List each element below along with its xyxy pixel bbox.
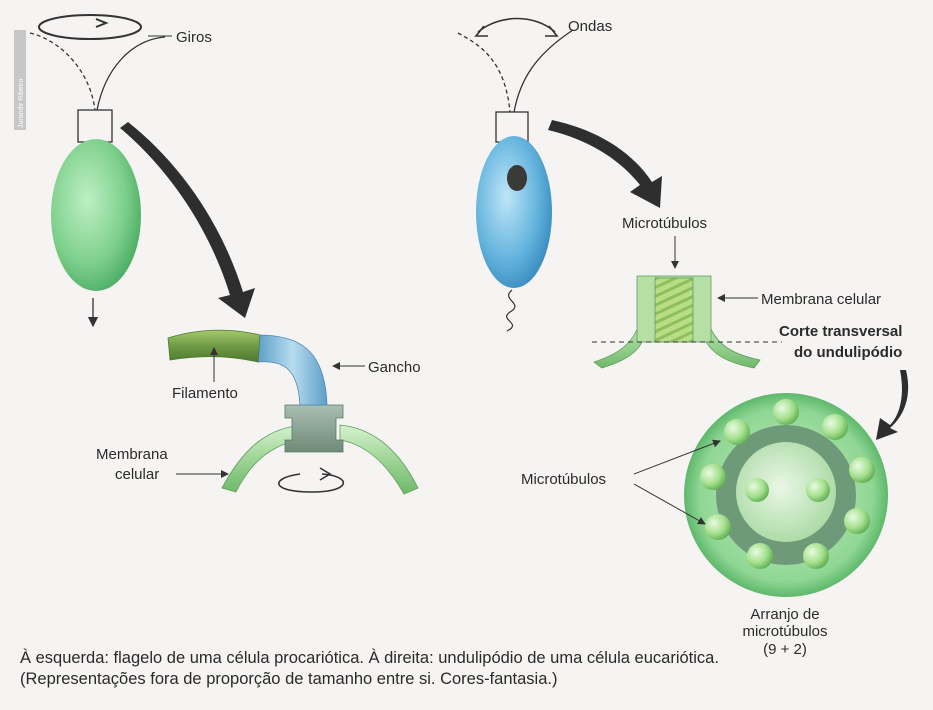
eukaryote-cell bbox=[476, 136, 552, 288]
peripheral-microtubule bbox=[705, 514, 731, 540]
waves-arrow-icon bbox=[478, 19, 555, 33]
flagellum-solid-path bbox=[97, 37, 165, 110]
caption-line-2: (Representações fora de proporção de tam… bbox=[20, 669, 925, 690]
undulipodium-solid-path bbox=[514, 30, 573, 112]
waves-arrow-right-head-icon bbox=[545, 26, 557, 36]
cell-membrane-right bbox=[340, 425, 418, 494]
peripheral-microtubule bbox=[844, 508, 870, 534]
label-arranjo-1: Arranjo de bbox=[750, 606, 819, 623]
peripheral-microtubule bbox=[803, 543, 829, 569]
label-microtubulos-top: Microtúbulos bbox=[622, 215, 707, 232]
prokaryote-cell bbox=[51, 139, 141, 291]
section-arrow-icon bbox=[876, 370, 908, 440]
label-microtubulos-cross: Microtúbulos bbox=[521, 471, 606, 488]
rotation-arrow-head-icon bbox=[96, 19, 106, 27]
nucleus bbox=[507, 165, 527, 191]
tail-curl-icon bbox=[507, 290, 515, 331]
rotation-arrow-icon bbox=[39, 15, 141, 39]
central-microtubule bbox=[745, 478, 769, 502]
axoneme-core bbox=[655, 278, 693, 342]
peripheral-microtubule bbox=[822, 414, 848, 440]
caption-line-1: À esquerda: flagelo de uma célula procar… bbox=[20, 648, 925, 669]
label-arranjo-2: microtúbulos bbox=[742, 623, 827, 640]
waves-arrow-left-head-icon bbox=[476, 26, 488, 36]
peripheral-microtubule bbox=[773, 399, 799, 425]
figure-caption: À esquerda: flagelo de uma célula procar… bbox=[20, 648, 925, 690]
peripheral-microtubule bbox=[849, 457, 875, 483]
basal-body bbox=[285, 405, 343, 452]
undulipodium-dashed-path bbox=[458, 33, 510, 112]
prokaryote-flagellum-group: Giros Filamento Gancho Membrana celular bbox=[30, 15, 421, 494]
label-membrana-celular-left-2: celular bbox=[115, 466, 159, 483]
label-giros: Giros bbox=[176, 29, 212, 46]
zoom-box bbox=[78, 110, 112, 142]
label-membrana-celular-right: Membrana celular bbox=[761, 291, 881, 308]
zoom-arrow-right-icon bbox=[548, 120, 662, 208]
flagellum-dashed-path bbox=[30, 33, 95, 110]
label-gancho: Gancho bbox=[368, 359, 421, 376]
peripheral-microtubule bbox=[724, 419, 750, 445]
label-ondas: Ondas bbox=[568, 18, 612, 35]
peripheral-microtubule bbox=[700, 464, 726, 490]
label-do-undulipodio: do undulipódio bbox=[794, 344, 902, 361]
eukaryote-undulipodium-group: Ondas Microtúbulos Membrana celular Cort… bbox=[458, 18, 908, 658]
peripheral-microtubule bbox=[747, 543, 773, 569]
motor-rotation-icon bbox=[279, 474, 344, 492]
hook bbox=[258, 335, 327, 405]
label-membrana-celular-left-1: Membrana bbox=[96, 446, 168, 463]
label-filamento: Filamento bbox=[172, 385, 238, 402]
central-microtubule bbox=[806, 478, 830, 502]
credit-text: Jurandir Ribeiro bbox=[18, 78, 25, 128]
label-corte-transversal: Corte transversal bbox=[779, 323, 902, 340]
